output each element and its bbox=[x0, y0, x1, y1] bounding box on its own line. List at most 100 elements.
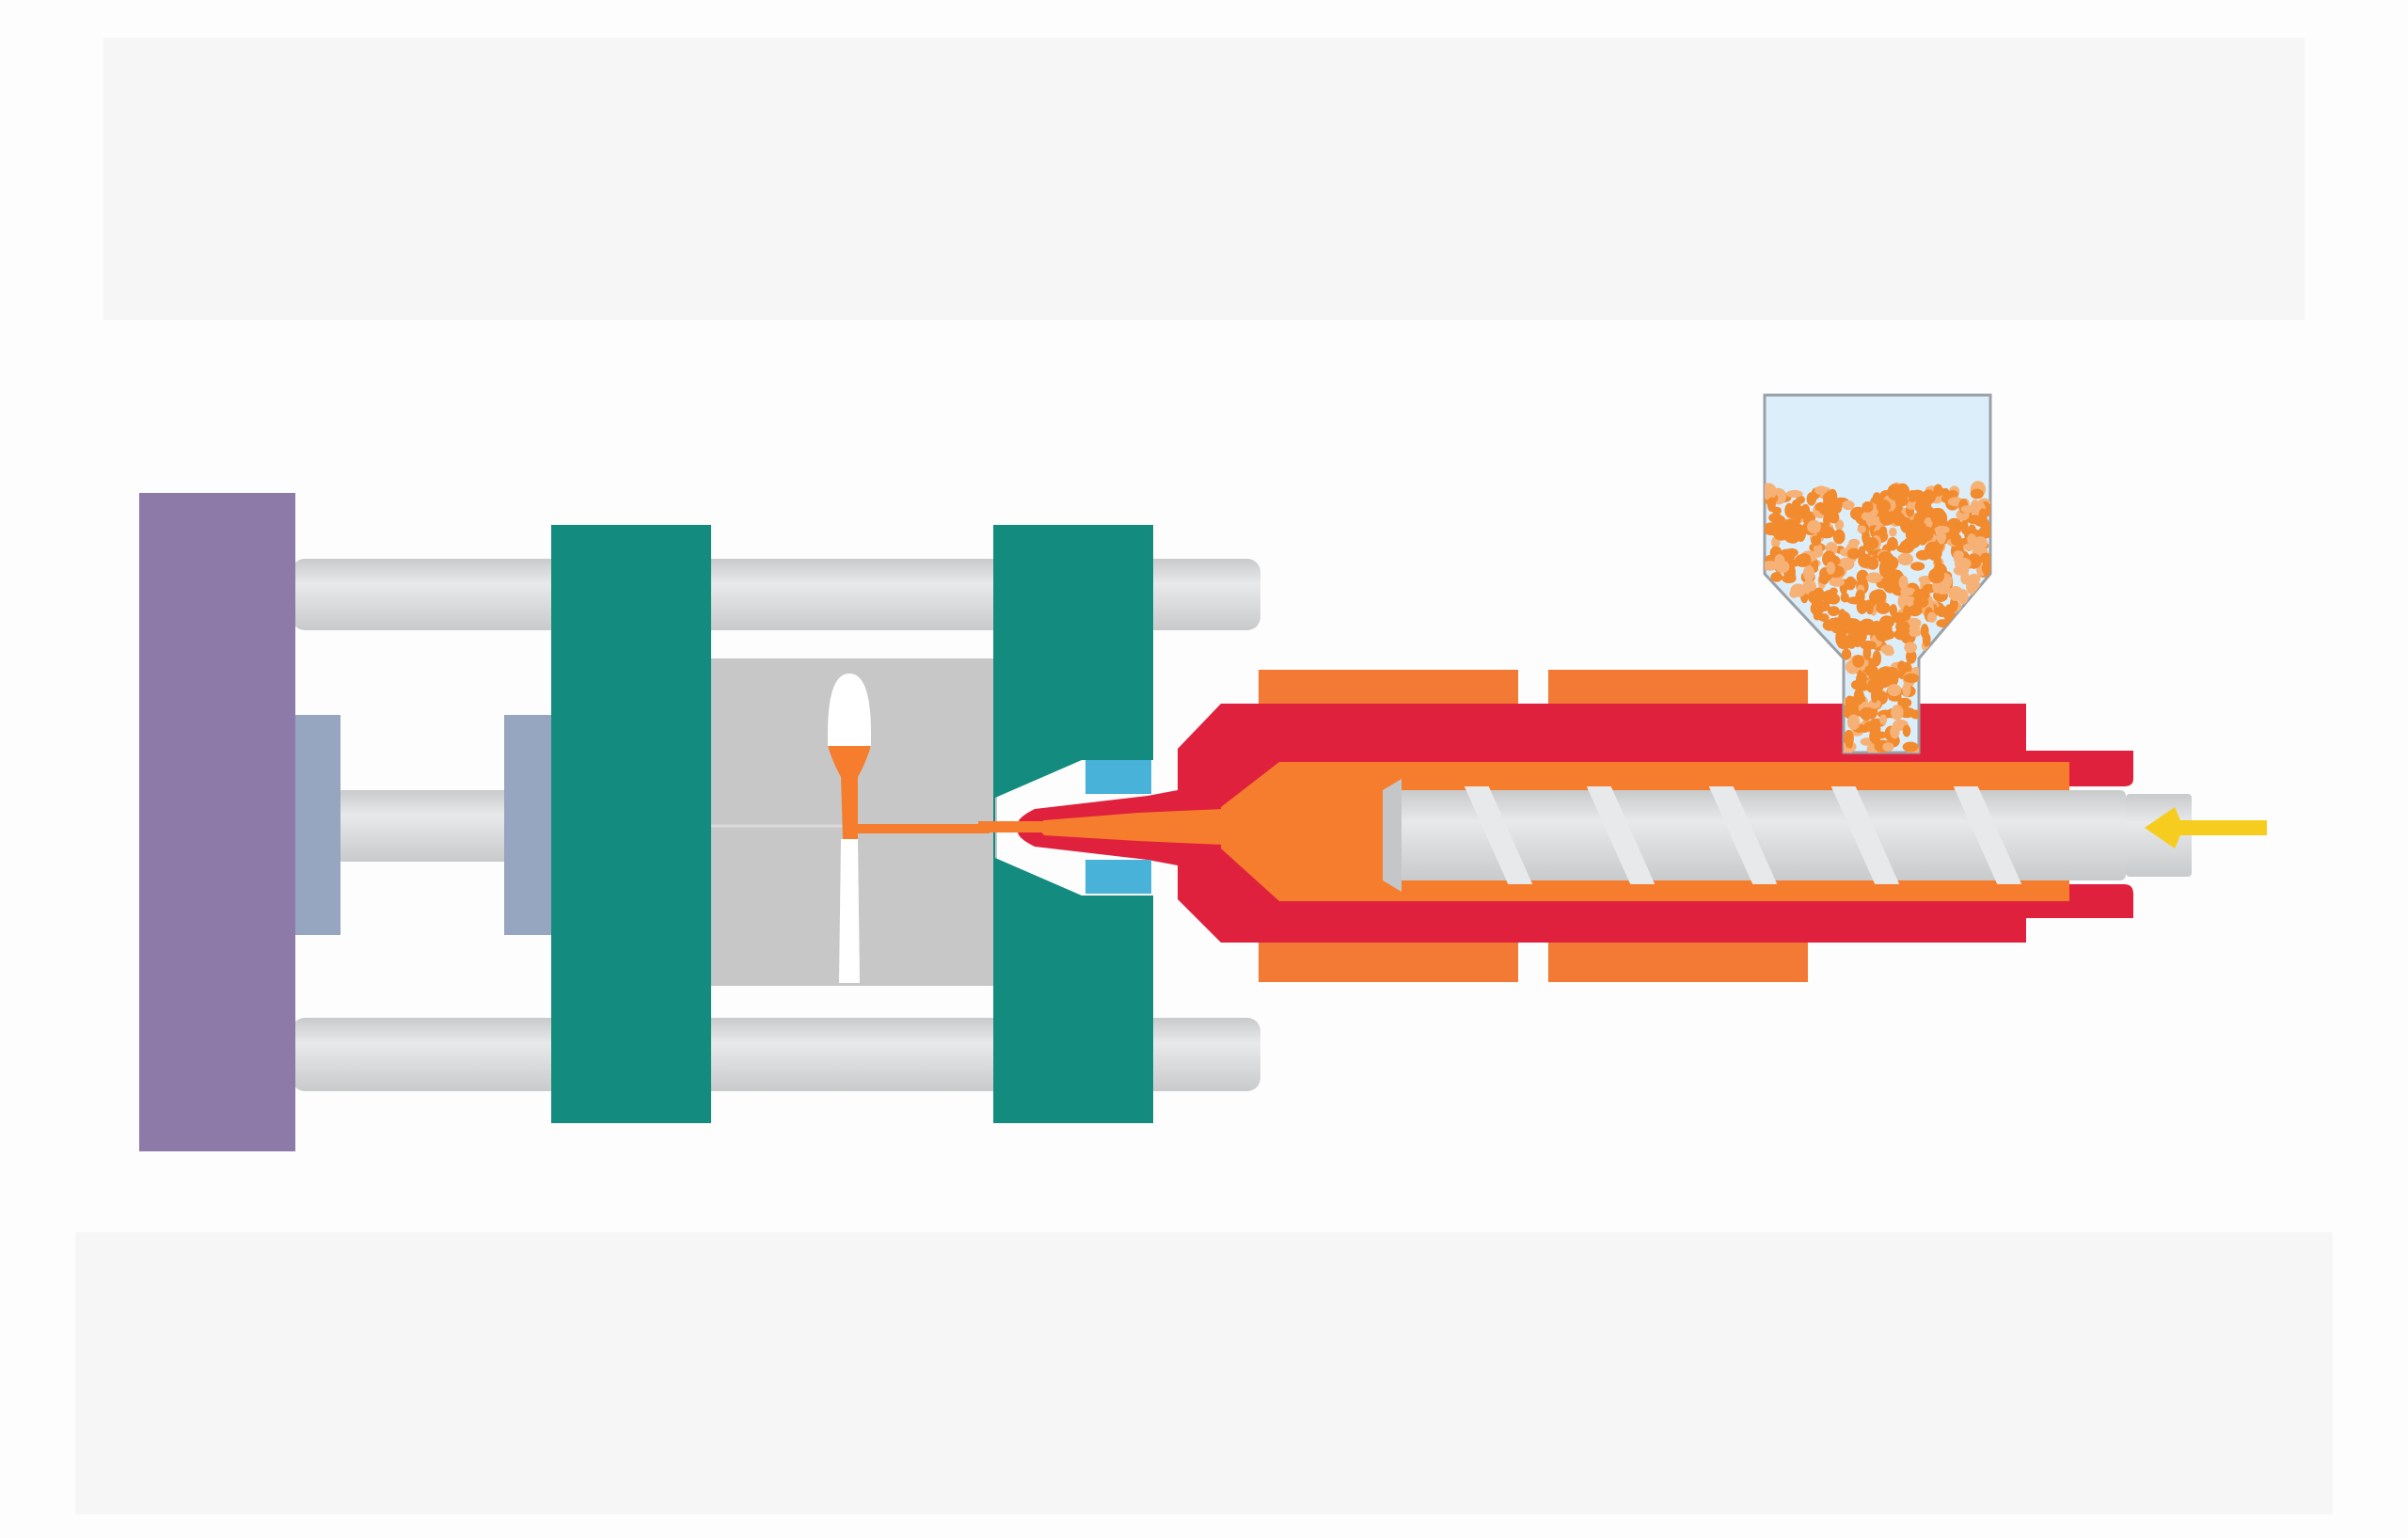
screw-flight-1 bbox=[1464, 786, 1533, 884]
pellet bbox=[1904, 642, 1917, 654]
pellet bbox=[1814, 485, 1828, 495]
pellet bbox=[1934, 525, 1950, 534]
pellet bbox=[1813, 587, 1825, 603]
fixed-platen bbox=[993, 525, 1153, 1123]
pellet bbox=[1863, 721, 1878, 730]
pellet bbox=[1789, 589, 1799, 598]
pellet bbox=[1897, 552, 1914, 566]
pellet bbox=[1797, 553, 1812, 566]
pellet bbox=[1869, 728, 1881, 744]
pellet bbox=[1908, 489, 1917, 503]
pellet bbox=[1846, 631, 1858, 649]
pellet bbox=[1953, 550, 1964, 560]
pellet bbox=[1880, 644, 1894, 655]
pellet bbox=[1913, 596, 1929, 609]
pellet bbox=[1879, 615, 1894, 629]
pellet bbox=[1844, 729, 1854, 747]
background-band-bottom bbox=[75, 1232, 2333, 1514]
pellet bbox=[1921, 489, 1936, 505]
pellet bbox=[1891, 705, 1904, 721]
pellet bbox=[1766, 497, 1776, 513]
pellet bbox=[1887, 684, 1902, 697]
pellet bbox=[1765, 483, 1777, 500]
pellet bbox=[1835, 629, 1844, 646]
pellet bbox=[1889, 527, 1897, 537]
screw-flight-4 bbox=[1830, 786, 1900, 884]
pellet bbox=[1865, 602, 1874, 615]
pellet bbox=[1861, 501, 1874, 513]
pellet bbox=[1869, 589, 1886, 605]
pellet bbox=[1950, 533, 1962, 546]
pellet bbox=[1826, 562, 1836, 575]
pellet bbox=[1956, 558, 1965, 568]
pellet bbox=[1800, 503, 1811, 516]
pellet bbox=[1852, 655, 1865, 668]
pellet bbox=[1792, 499, 1801, 509]
pellet bbox=[1960, 571, 1971, 585]
pellet bbox=[1838, 609, 1846, 621]
material-hopper bbox=[1763, 393, 1992, 754]
pellet bbox=[1846, 714, 1861, 730]
pellet bbox=[1785, 489, 1803, 499]
pellet bbox=[1906, 500, 1918, 510]
pellet bbox=[1851, 620, 1863, 631]
pellet bbox=[1802, 564, 1815, 581]
pellet bbox=[1885, 514, 1893, 523]
sprue-channel bbox=[858, 824, 990, 833]
pellet bbox=[1900, 516, 1912, 533]
pellet bbox=[1768, 513, 1782, 523]
pellet bbox=[1910, 562, 1925, 571]
pellet bbox=[1882, 577, 1899, 594]
pellet bbox=[1890, 724, 1900, 739]
pellet bbox=[1882, 742, 1894, 752]
pellet bbox=[1968, 524, 1976, 533]
pellet bbox=[1906, 649, 1917, 664]
pellet bbox=[1841, 648, 1852, 660]
pellet bbox=[1765, 561, 1779, 571]
pellet bbox=[1933, 484, 1943, 497]
screw-tip bbox=[1383, 779, 1402, 892]
pellet bbox=[1926, 611, 1937, 623]
pellet bbox=[1842, 499, 1855, 511]
pellet bbox=[1829, 587, 1838, 595]
pellet bbox=[1770, 572, 1783, 582]
pellet bbox=[1960, 505, 1974, 514]
pellet bbox=[1972, 536, 1988, 550]
pellet bbox=[1782, 574, 1797, 584]
pellet bbox=[1895, 620, 1910, 633]
hydraulic-pad-left bbox=[293, 715, 341, 935]
pellet bbox=[1811, 535, 1822, 547]
pellet bbox=[1820, 522, 1830, 537]
pellet bbox=[1867, 677, 1881, 690]
screw-flights bbox=[1464, 786, 2022, 884]
pellet bbox=[1876, 602, 1891, 614]
pellet bbox=[1832, 529, 1846, 545]
pellet bbox=[1858, 553, 1873, 568]
pellet bbox=[1922, 632, 1931, 647]
pellet bbox=[1910, 709, 1922, 720]
pellet bbox=[1877, 551, 1893, 564]
pellet bbox=[1855, 589, 1865, 604]
pellet bbox=[1924, 541, 1941, 559]
pellet bbox=[1865, 668, 1877, 676]
pellet bbox=[1856, 672, 1868, 688]
nozzle-ring-bottom bbox=[1085, 860, 1151, 894]
pellet bbox=[1792, 530, 1804, 542]
pellet bbox=[1948, 586, 1964, 601]
pellet bbox=[1902, 741, 1919, 753]
pellet bbox=[1936, 585, 1951, 595]
pellet bbox=[1879, 714, 1888, 725]
pellet bbox=[1947, 489, 1958, 499]
molded-part bbox=[828, 674, 871, 983]
screw-flight-5 bbox=[1953, 786, 2022, 884]
hydraulic-pad-right bbox=[504, 715, 551, 935]
pellet bbox=[1862, 644, 1872, 660]
pellet bbox=[1935, 606, 1949, 617]
pellet bbox=[1865, 514, 1877, 526]
heater-band-bottom-1 bbox=[1259, 937, 1518, 982]
pellet bbox=[1845, 576, 1856, 591]
pellet bbox=[1937, 531, 1946, 545]
pellet bbox=[1879, 526, 1888, 534]
background-band-top bbox=[103, 38, 2305, 320]
